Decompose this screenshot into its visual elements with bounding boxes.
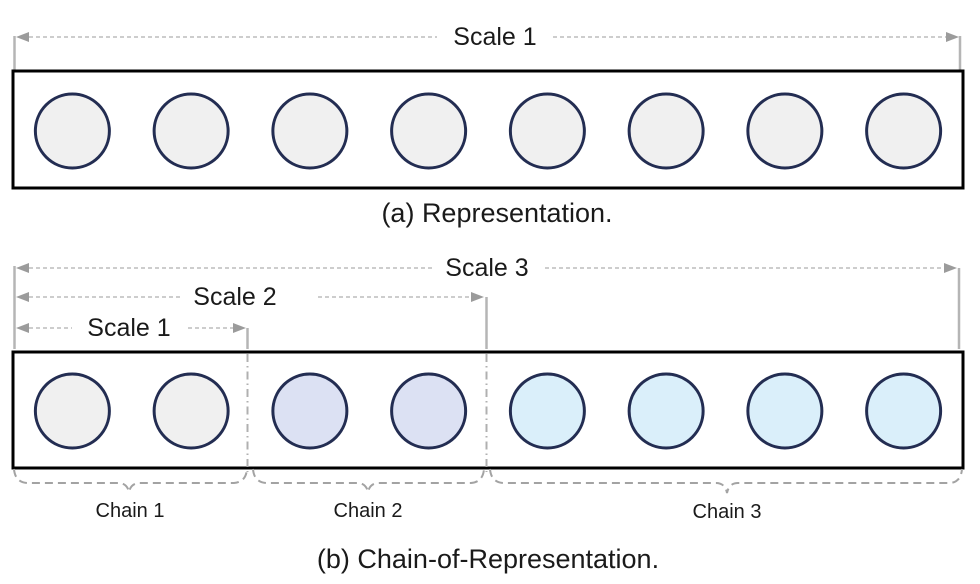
representation-circles xyxy=(33,92,943,170)
chain2-circle xyxy=(271,372,349,450)
scale2-label: Scale 2 xyxy=(193,283,276,311)
representation-circle xyxy=(865,92,943,170)
chain1-brace xyxy=(13,468,248,493)
panel-b: Scale 3 Scale 2 Scale 1 xyxy=(11,254,965,574)
panel-b-caption: (b) Chain-of-Representation. xyxy=(317,544,659,574)
chain2-brace xyxy=(252,468,485,493)
panel-a-scale1-span: Scale 1 xyxy=(13,23,962,70)
arrowhead-left-icon xyxy=(16,32,29,42)
chain3-circle xyxy=(627,372,705,450)
representation-circle xyxy=(627,92,705,170)
arrowhead-right-icon xyxy=(944,263,957,273)
chain2-circle xyxy=(390,372,468,450)
chain3-brace xyxy=(489,468,963,494)
chain1-circle xyxy=(33,372,111,450)
representation-circle xyxy=(508,92,586,170)
panel-b-scale3-span: Scale 3 xyxy=(16,254,961,349)
representation-circle xyxy=(390,92,468,170)
panel-b-scale2-span: Scale 2 xyxy=(16,283,488,349)
representation-circle xyxy=(271,92,349,170)
scale1-label: Scale 1 xyxy=(87,314,170,342)
chain3-label: Chain 3 xyxy=(693,501,762,523)
panel-a-caption: (a) Representation. xyxy=(381,198,612,228)
chain1-label: Chain 1 xyxy=(96,500,165,522)
chain3-circle xyxy=(508,372,586,450)
chain-circles xyxy=(33,372,943,450)
panel-a: Scale 1 (a) Representation. xyxy=(11,23,965,228)
chain2-label: Chain 2 xyxy=(334,500,403,522)
representation-circle xyxy=(746,92,824,170)
scale1-label: Scale 1 xyxy=(453,23,536,51)
arrowhead-left-icon xyxy=(16,323,29,333)
chain3-circle xyxy=(865,372,943,450)
representation-circle xyxy=(152,92,230,170)
arrowhead-right-icon xyxy=(946,32,959,42)
arrowhead-right-icon xyxy=(471,292,484,302)
arrowhead-right-icon xyxy=(233,323,246,333)
scale3-label: Scale 3 xyxy=(445,254,528,282)
representation-circle xyxy=(33,92,111,170)
chain1-circle xyxy=(152,372,230,450)
chain-braces xyxy=(13,468,963,494)
panel-b-scale1-span: Scale 1 xyxy=(16,314,249,349)
arrowhead-left-icon xyxy=(16,263,29,273)
chain3-circle xyxy=(746,372,824,450)
arrowhead-left-icon xyxy=(16,292,29,302)
